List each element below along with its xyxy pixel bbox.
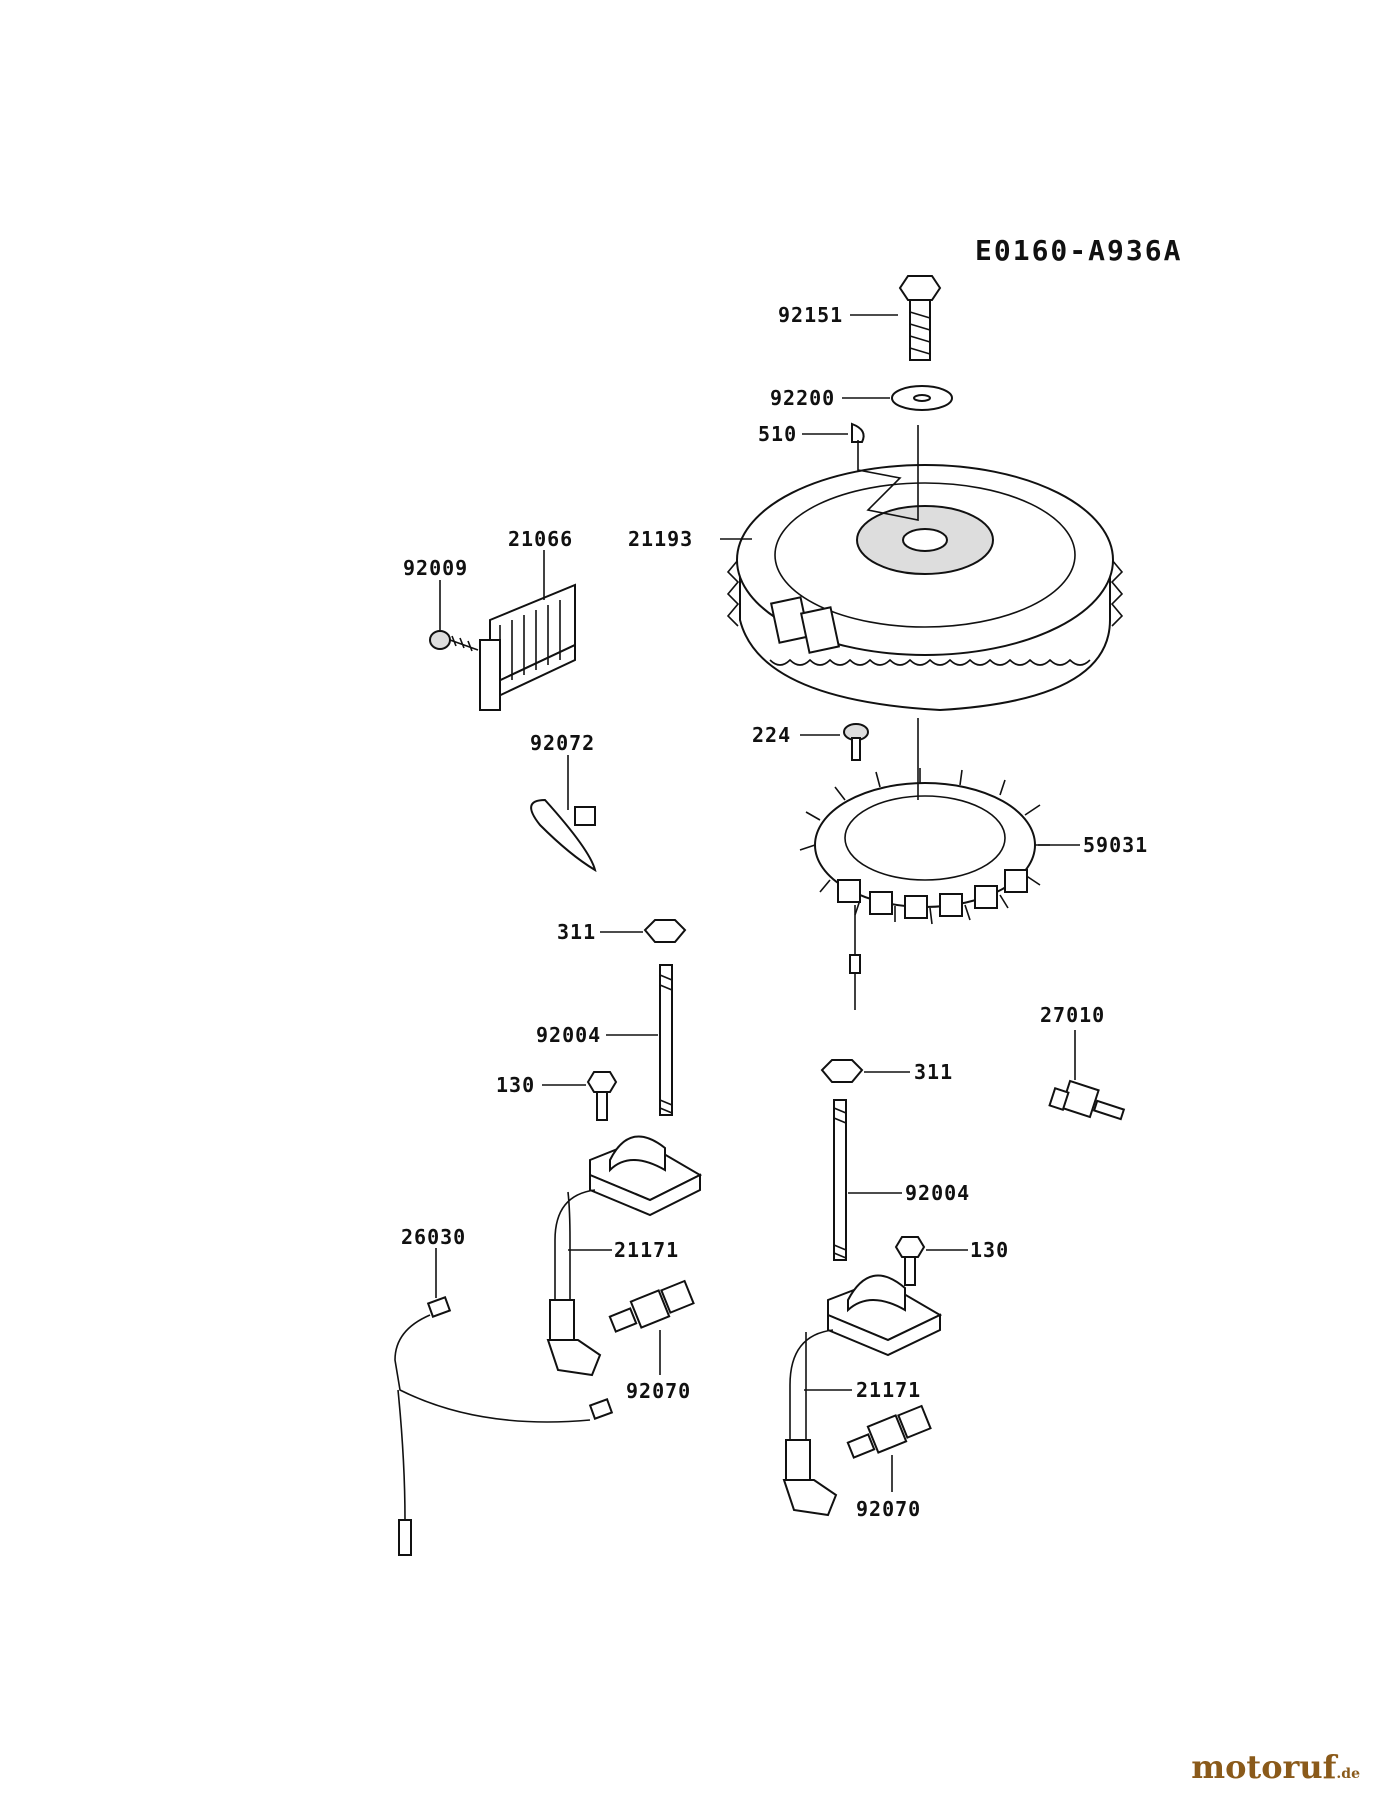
- part-label-27010: 27010: [1040, 1003, 1105, 1027]
- part-label-21171-left: 21171: [614, 1238, 679, 1262]
- part-label-92070-left: 92070: [626, 1379, 691, 1403]
- watermark-suffix: .de: [1336, 1766, 1360, 1782]
- ignition-coil-21171-left: [546, 1135, 703, 1377]
- bolt-130-left: [586, 1071, 618, 1121]
- flywheel-21193: [726, 464, 1124, 712]
- stator-59031: [799, 768, 1050, 925]
- part-label-311-left: 311: [557, 920, 596, 944]
- part-label-92072: 92072: [530, 731, 595, 755]
- part-label-92004-right: 92004: [905, 1181, 970, 1205]
- part-label-311-right: 311: [914, 1060, 953, 1084]
- key-510: [851, 422, 865, 443]
- part-label-130-left: 130: [496, 1073, 535, 1097]
- watermark-logo: motoruf.de: [1191, 1748, 1360, 1786]
- part-label-92200: 92200: [770, 386, 835, 410]
- clamp-92072: [530, 798, 597, 873]
- screw-224: [843, 723, 869, 761]
- ignition-coil-21171-right: [782, 1274, 943, 1517]
- stator-connector: [849, 954, 861, 974]
- washer-92200: [891, 385, 953, 411]
- part-label-510: 510: [758, 422, 797, 446]
- nut-311-right: [820, 1059, 864, 1083]
- nut-311-left: [643, 919, 687, 943]
- watermark-brand: motoruf: [1191, 1748, 1337, 1786]
- part-label-92004-left: 92004: [536, 1023, 601, 1047]
- bolt-130-right: [894, 1236, 926, 1286]
- spark-plug-92070-right: [846, 1404, 932, 1459]
- screw-92009: [429, 630, 479, 652]
- part-label-26030: 26030: [401, 1225, 466, 1249]
- bolt-92151: [898, 275, 942, 361]
- lead-wire-26030: [394, 1296, 614, 1556]
- pressure-switch-27010: [1048, 1079, 1126, 1121]
- part-label-130-right: 130: [970, 1238, 1009, 1262]
- part-label-21066: 21066: [508, 527, 573, 551]
- part-label-224: 224: [752, 723, 791, 747]
- diagram-code: E0160-A936A: [975, 234, 1182, 267]
- stud-92004-left: [659, 964, 673, 1116]
- part-label-21193: 21193: [628, 527, 693, 551]
- regulator-21066: [479, 583, 576, 711]
- part-label-21171-right: 21171: [856, 1378, 921, 1402]
- part-label-59031: 59031: [1083, 833, 1148, 857]
- stud-92004-right: [833, 1099, 847, 1261]
- part-label-92070-right: 92070: [856, 1497, 921, 1521]
- part-label-92009: 92009: [403, 556, 468, 580]
- part-label-92151: 92151: [778, 303, 843, 327]
- spark-plug-92070-left: [608, 1279, 695, 1333]
